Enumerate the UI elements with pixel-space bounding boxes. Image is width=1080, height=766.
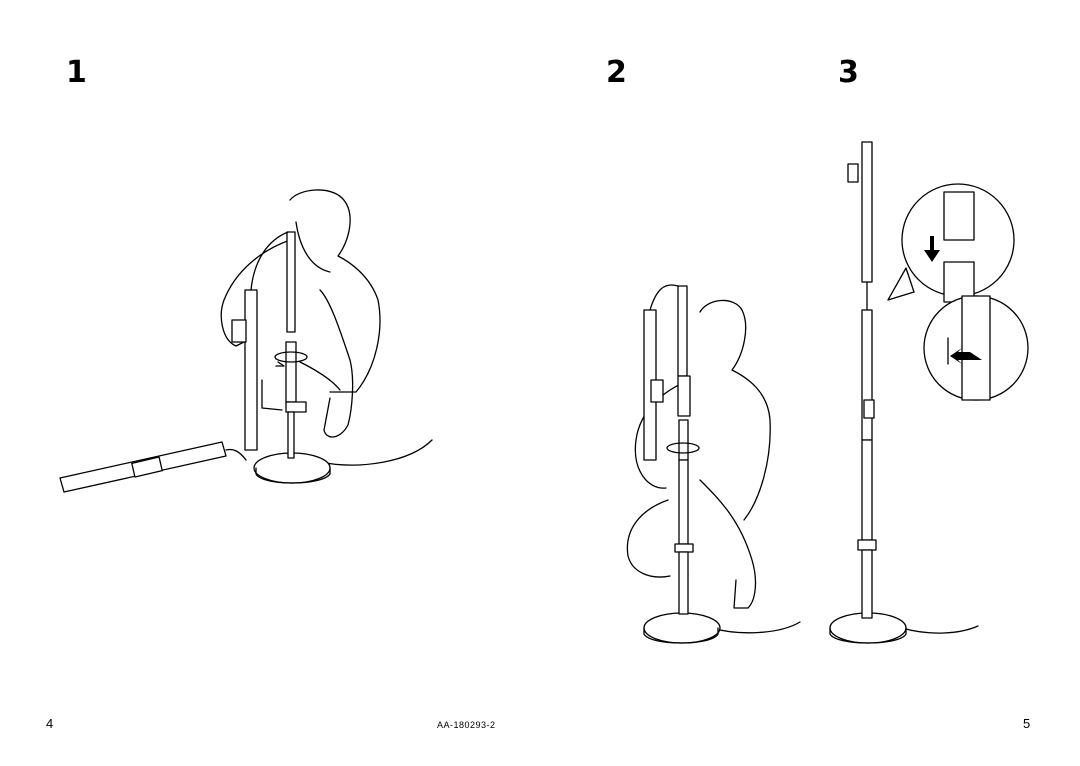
page-number-right: 5 <box>1023 716 1031 731</box>
step-number-3: 3 <box>838 55 859 90</box>
step-number-2: 2 <box>606 55 627 90</box>
step-number-1: 1 <box>66 55 87 90</box>
step1-illustration <box>59 189 433 493</box>
document-id: AA-180293-2 <box>437 720 496 730</box>
step3-illustration <box>829 141 1029 644</box>
step2-illustration <box>626 284 801 644</box>
page-number-left: 4 <box>46 716 54 731</box>
